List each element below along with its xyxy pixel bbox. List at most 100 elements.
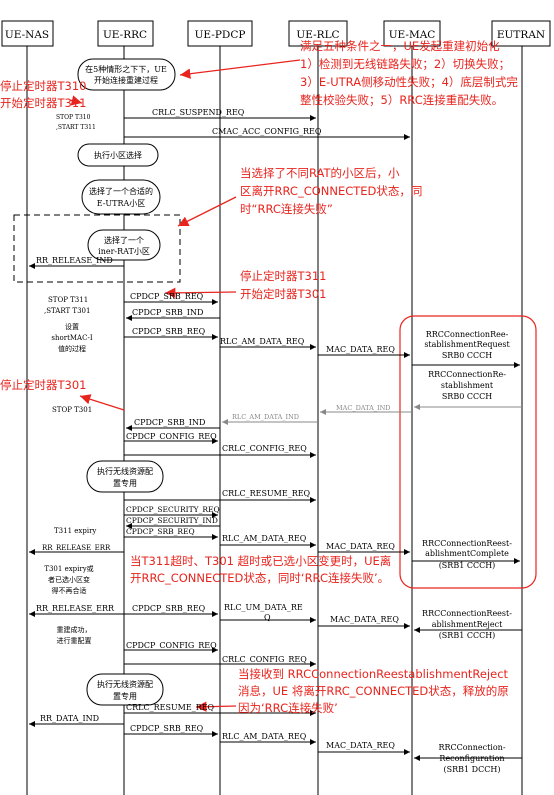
annotation-arrows [69,59,301,712]
note-set-mac-2: shortMAC-I [51,334,92,342]
msg-mac-data-req-1: MAC_DATA_REQ [326,345,395,354]
note-radio-cfg-1a: 执行无线资源配 [97,466,153,476]
lane-ue-rlc: UE-RLC [296,29,339,41]
note-inter-rat-2: iner-RAT小区 [98,247,150,256]
lane-headers [1,20,551,47]
note-rebuild-2: 进行重配置 [57,636,92,645]
note-five-cond-2: 开始连接重建过程 [94,75,158,85]
annot-reject-1: 当接收到 RRCConnectionReestablishmentReject [238,667,509,681]
msg-cpdcp-srb-req-2: CPDCP_SRB_REQ [132,327,206,336]
lifelines [26,46,523,795]
msg-cpdcp-security-req: CPDCP_SECURITY_REQ [126,505,220,514]
note-t301-exp-3: 得不再合适 [52,586,87,595]
msg-crlc-config-req-2: CRLC_CONFIG_REQ [222,655,307,664]
msg-cpdcp-srb-ind-1: CPDCP_SRB_IND [132,308,203,317]
annot-rat-1: 当选择了不同RAT的小区后，小 [240,166,400,180]
msg-cpdcp-srb-req-5: CPDCP_SRB_REQ [130,724,204,733]
annot-top-4: 整性校验失败；5）RRC连接重配失败。 [300,93,503,107]
msg-rlc-am-data-req-3: RLC_AM_DATA_REQ [222,732,307,741]
msg-rr-release-err-1: RR_RELEASE_ERR [42,544,111,552]
note-stop-t310: STOP T310 [56,114,91,121]
annot-expiry-2: 开RRC_CONNECTED状态，同时‘RRC连接失败’。 [130,571,389,585]
rrc-est-line2: stablishment [441,381,494,390]
msg-rlc-am-data-req-1: RLC_AM_DATA_REQ [220,337,305,346]
msg-cpdcp-srb-ind-2: CPDCP_SRB_IND [134,418,205,427]
note-set-mac-3: 值的过程 [58,344,86,353]
annot-start-t301: 开始定时器T301 [240,287,326,301]
rrc-cmp-line1: RRCConnectionReest- [422,539,512,548]
note-start-t301: ,START T301 [44,307,90,315]
msg-mac-data-req-4: MAC_DATA_REQ [326,741,395,750]
note-selected-1: 选择了一个合适的 [89,186,153,196]
lane-labels: UE-NAS UE-RRC UE-PDCP UE-RLC UE-MAC EUTR… [5,29,545,41]
annot-expiry-1: 当T311超时、T301 超时或已选小区变更时，UE离 [130,554,391,568]
rrc-rcf-line3: (SRB1 DCCH) [444,765,501,774]
msg-cpdcp-security-ind: CPDCP_SECURITY_IND [126,516,218,525]
lane-ue-pdcp: UE-PDCP [195,29,246,41]
inter-rat-dashed-box [13,214,181,283]
note-five-cond-1: 在5种情形之下下，UE [85,64,167,74]
msg-rlc-um-data-req-b: Q [264,613,271,622]
msg-rlc-am-data-ind: RLC_AM_DATA_IND [232,413,299,421]
note-t311-expiry: T311 expiry [54,527,96,535]
annot-stop-t311: 停止定时器T311 [240,269,326,283]
annot-reject-3: 因为‘RRC连接失败’ [238,701,338,715]
rrc-req-line2: stablishmentRequest [424,340,510,349]
msg-cpdcp-config-req-1: CPDCP_CONFIG_REQ [126,432,217,441]
rrc-rcf-line1: RRCConnection- [438,743,505,752]
msg-rlc-um-data-req-a: RLC_UM_DATA_RE [224,603,303,612]
note-selected-2: E-UTRA小区 [97,199,146,208]
note-t301-exp-1: T301 expiry或 [44,564,93,573]
rrc-rcf-line2: Reconfiguration [439,754,504,763]
msg-cpdcp-srb-req-1: CPDCP_SRB_REQ [130,292,204,301]
msg-crlc-resume-req-1: CRLC_RESUME_REQ [222,489,311,498]
rrc-notes [77,58,176,706]
msg-cpdcp-srb-req-3: CPDCP_SRB_REQ [126,527,195,536]
lane-eutran: EUTRAN [497,29,545,41]
msg-mac-data-req-3: MAC_DATA_REQ [330,615,399,624]
annot-start-t311: 开始定时器T311 [0,96,86,110]
note-cell-select: 执行小区选择 [94,150,142,160]
message-arrows [29,115,522,761]
rrc-est-line3: SRB0 CCCH [442,392,492,401]
annot-rat-3: 时“RRC连接失败” [240,202,333,216]
msg-cpdcp-srb-req-4: CPDCP_SRB_REQ [132,604,206,613]
note-t301-exp-2: 者已选小区变 [48,575,90,584]
lane-ue-rrc: UE-RRC [103,29,147,41]
msg-cmac-acc: CMAC_ACC_CONFIG_REQ [212,127,322,136]
msg-rr-release-ind: RR_RELEASE_IND [36,256,113,265]
rrc-req-line3: SRB0 CCCH [442,351,492,360]
msg-rr-data-ind: RR_DATA_IND [40,714,99,723]
annot-rat-2: 区离开RRC_CONNECTED状态，同 [240,184,422,198]
note-inter-rat-1: 选择了一个 [104,235,144,245]
lane-ue-nas: UE-NAS [5,29,49,41]
note-start-t311: ,START T311 [56,124,96,131]
note-rebuild-1: 重建成功， [57,625,92,634]
annot-reject-2: 消息，UE 将离开RRC_CONNECTED状态，释放的原 [238,684,509,698]
msg-rr-release-err-2: RR_RELEASE_ERR [36,604,115,613]
note-stop-t301: STOP T301 [52,406,92,414]
rrc-req-line1: RRCConnectionRee- [426,330,509,339]
note-radio-cfg-2b: 置专用 [113,691,137,701]
rrc-cmp-line3: (SRB1 CCCH) [439,561,496,570]
rrc-rej-line3: (SRB1 CCCH) [439,631,496,640]
note-set-mac-1: 设置 [65,322,79,331]
msg-mac-data-ind: MAC_DATA_IND [336,404,391,412]
msg-crlc-resume-req-2: CRLC_RESUME_REQ [126,703,215,712]
rrc-cmp-line2: ablishmentComplete [425,549,509,558]
annot-stop-t301: 停止定时器T301 [0,378,86,392]
rrc-messages-box [399,315,537,589]
note-radio-cfg-1b: 置专用 [113,478,137,488]
rrc-rej-line1: RRCConnectionReest- [422,609,512,618]
msg-crlc-config-req-1: CRLC_CONFIG_REQ [222,444,307,453]
msg-rlc-am-data-req-2: RLC_AM_DATA_REQ [222,534,307,543]
annot-top-3: 3）E-UTRA侧移动性失败；4）底层制式完 [300,75,518,89]
msg-mac-data-req-2: MAC_DATA_REQ [326,542,395,551]
rrc-est-line1: RRCConnectionRe- [428,370,506,379]
annot-top-2: 1）检测到无线链路失败；2）切换失败； [300,57,510,71]
note-radio-cfg-2a: 执行无线资源配 [97,679,153,689]
rrc-rej-line2: ablishmentReject [432,620,503,629]
annot-stop-t310: 停止定时器T310 [0,79,86,93]
lane-ue-mac: UE-MAC [389,29,436,41]
